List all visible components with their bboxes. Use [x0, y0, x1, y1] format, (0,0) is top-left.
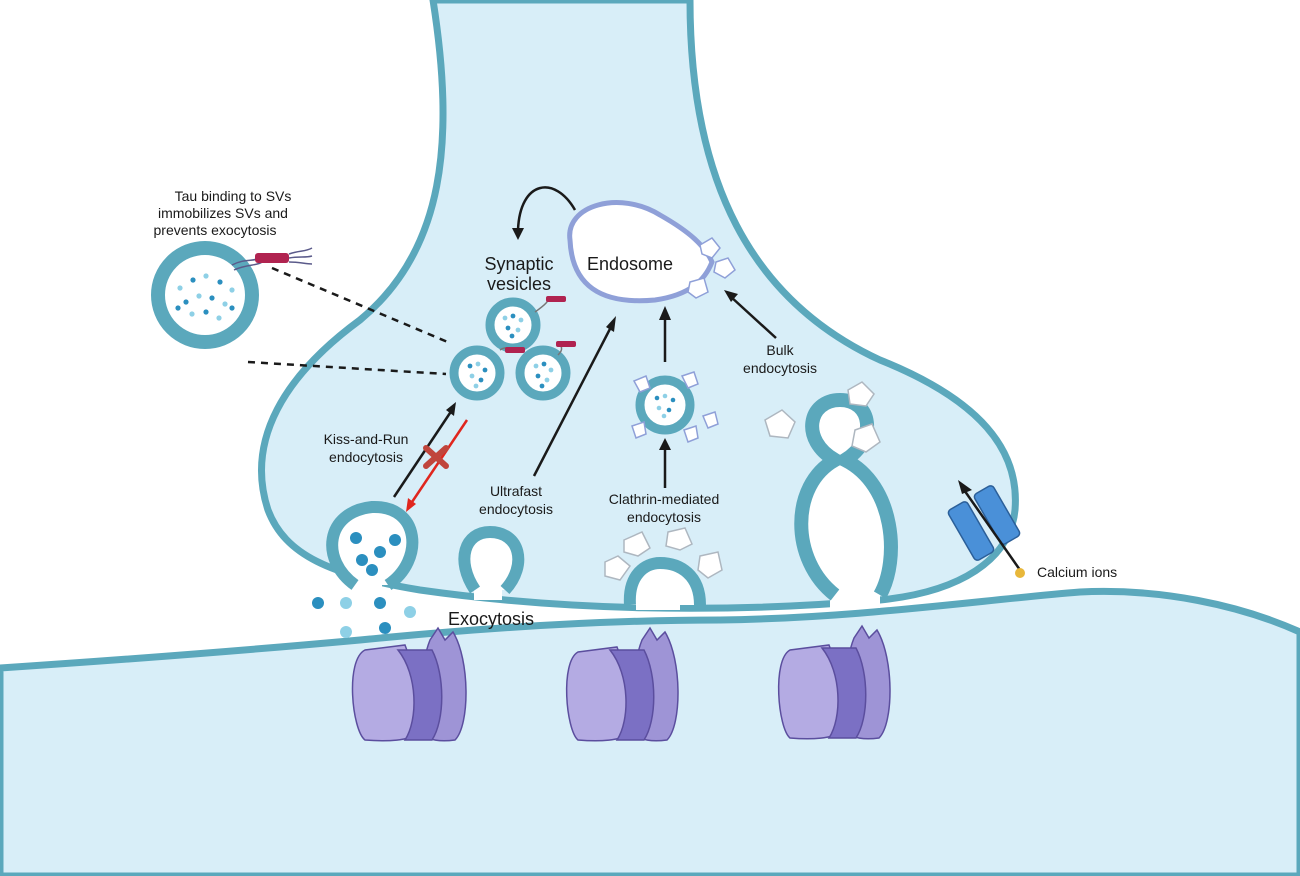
calcium-ion: [1015, 568, 1025, 578]
tau-inset-vesicle: [151, 241, 313, 349]
synaptic-vesicle-right: [515, 341, 576, 401]
endosome-label: Endosome: [587, 254, 673, 274]
clathrin-label-line2: endocytosis: [627, 509, 701, 525]
released-neurotransmitters: [312, 597, 416, 638]
synaptic-vesicles-label-line2: vesicles: [487, 274, 551, 294]
ultrafast-pit: [458, 525, 525, 595]
synaptic-vesicle-left: [449, 345, 505, 401]
clathrin-pit: [604, 527, 723, 606]
clathrin-to-endosome-arrowhead: [659, 306, 671, 320]
tau-caption-line3: prevents exocytosis: [154, 222, 277, 238]
receptor-middle: [565, 626, 679, 742]
exocytosis-vesicle: [326, 500, 419, 590]
clathrin-label-line1: Clathrin-mediated: [609, 491, 720, 507]
recycling-arrowhead: [512, 228, 524, 240]
clathrin-coated-vesicle: [631, 371, 719, 443]
x-mark-icon: [423, 445, 449, 469]
inset-dashed-line-top: [271, 266, 451, 345]
kiss-and-run-arrow: [392, 409, 454, 498]
calcium-channel: [947, 480, 1025, 578]
tau-crosslink: [499, 347, 525, 353]
bulk-arrowhead: [724, 290, 738, 302]
kiss-and-run-label-line2: endocytosis: [329, 449, 403, 465]
synaptic-vesicles-label-line1: Synaptic: [484, 254, 553, 274]
bulk-label-line1: Bulk: [766, 342, 794, 358]
clathrin-arrowhead-up: [659, 438, 671, 450]
receptor-right: [777, 624, 891, 740]
ultrafast-arrowhead: [606, 316, 616, 332]
bulk-label-line2: endocytosis: [743, 360, 817, 376]
ultrafast-label-line1: Ultrafast: [490, 483, 542, 499]
endosome: [567, 200, 736, 304]
ultrafast-label-line2: endocytosis: [479, 501, 553, 517]
tau-caption-line1: Tau binding to SVs: [175, 188, 292, 204]
exocytosis-label: Exocytosis: [448, 609, 534, 629]
blocked-arrowhead: [406, 498, 416, 512]
calcium-ions-label: Calcium ions: [1037, 564, 1117, 580]
ultrafast-arrow: [532, 324, 614, 477]
kiss-and-run-label-line1: Kiss-and-Run: [324, 431, 409, 447]
kiss-and-run-arrowhead: [446, 402, 456, 416]
receptor-left: [351, 626, 467, 742]
bulk-arrow: [729, 295, 777, 339]
recycling-arrow: [516, 186, 577, 231]
bulk-endosome-structure: [764, 381, 898, 601]
tau-caption-line2: immobilizes SVs and: [158, 205, 288, 221]
